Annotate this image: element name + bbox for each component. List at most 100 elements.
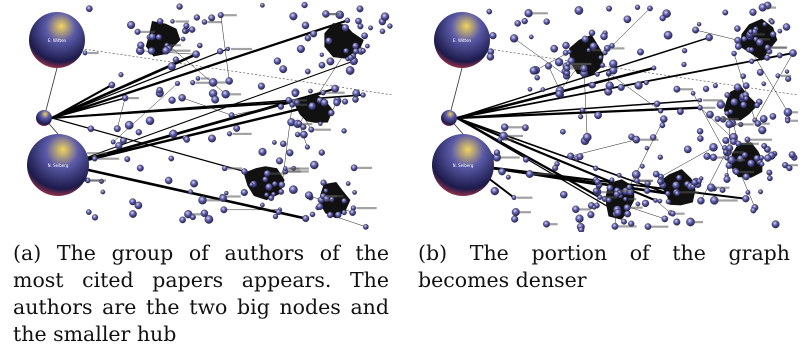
graph-node [341, 128, 347, 134]
graph-node [200, 209, 209, 218]
graph-node [742, 173, 750, 181]
graph-node [192, 50, 200, 59]
graph-node [543, 220, 550, 228]
graph-node [226, 131, 233, 137]
graph-node [767, 175, 773, 182]
graph-node [623, 15, 632, 24]
graph-node [594, 178, 601, 186]
graph-node [634, 4, 641, 10]
graph-node [653, 100, 661, 108]
node-label-glyph [531, 12, 548, 15]
graph-node [657, 108, 664, 114]
graph-node [644, 223, 652, 230]
graph-node [575, 214, 584, 223]
graph-node [673, 85, 681, 93]
node-label-glyph [734, 159, 746, 162]
graph-node [161, 46, 170, 55]
graph-node [347, 54, 354, 61]
graph-node [733, 83, 742, 92]
graph-node [724, 92, 731, 99]
graph-node [497, 137, 503, 143]
graph-node [675, 174, 683, 181]
graph-node [576, 153, 584, 161]
graph-node [318, 121, 323, 126]
graph-node [188, 26, 196, 33]
graph-node [271, 181, 278, 187]
graph-node [758, 189, 764, 195]
graph-node [771, 220, 780, 229]
graph-node [589, 42, 598, 50]
graph-node [360, 48, 366, 54]
graph-node [692, 26, 700, 34]
graph-node [744, 136, 751, 143]
node-label-glyph [752, 33, 765, 36]
graph-node [85, 5, 93, 13]
graph-node [170, 19, 175, 24]
small-hub-node [36, 110, 52, 126]
graph-node [697, 197, 705, 205]
graph-node [710, 196, 719, 205]
witten-node [434, 12, 490, 68]
node-label-glyph [790, 111, 798, 114]
graph-node [301, 1, 308, 9]
node-label-glyph [703, 99, 723, 102]
graph-node [681, 61, 687, 68]
graph-node [681, 48, 688, 54]
graph-node [308, 102, 317, 111]
graph-node [323, 188, 329, 194]
graph-node [749, 58, 755, 64]
node-label-glyph [232, 132, 252, 135]
node-label-glyph [760, 122, 770, 125]
graph-node [709, 143, 718, 152]
graph-node [562, 41, 570, 50]
graph-node [380, 12, 390, 21]
graph-node [85, 209, 92, 215]
graph-node [747, 159, 755, 168]
graph-node [258, 147, 267, 156]
cluster-blob [243, 166, 285, 201]
graph-node [344, 17, 351, 24]
node-label-glyph [230, 47, 253, 51]
node-label-glyph [532, 173, 555, 176]
graph-node [586, 47, 591, 53]
graph-node [691, 179, 698, 186]
node-label-glyph [97, 157, 120, 160]
graph-node [195, 76, 201, 81]
graph-node [190, 80, 196, 86]
caption-a: (a) The group of authors of the most cit… [13, 241, 389, 346]
graph-node [318, 149, 325, 156]
graph-node [731, 50, 737, 57]
graph-node [788, 151, 796, 159]
graph-node [511, 195, 517, 201]
node-label-glyph [732, 123, 754, 126]
graph-node [697, 135, 704, 142]
graph-node [326, 57, 335, 66]
node-label-glyph [679, 88, 694, 91]
graph-node [309, 211, 316, 218]
graph-node [705, 33, 713, 42]
graph-node [511, 208, 520, 217]
node-label-glyph [499, 156, 520, 159]
graph-node [595, 72, 600, 77]
graph-node [233, 124, 241, 132]
graph-node [147, 47, 156, 55]
node-label-glyph [651, 225, 669, 228]
graph-node [300, 130, 308, 139]
graph-node [224, 190, 229, 196]
node-label-glyph [518, 211, 531, 214]
graph-node [579, 107, 586, 113]
graph-node [635, 201, 641, 207]
graph-node [634, 81, 643, 90]
graph-node [345, 181, 351, 186]
graph-node [349, 209, 356, 216]
node-label-glyph [140, 30, 156, 33]
graph-node [677, 108, 684, 115]
graph-node [669, 210, 676, 217]
node-label-glyph [600, 191, 614, 194]
graph-node [598, 55, 603, 60]
node-label-glyph [324, 199, 333, 202]
graph-node [572, 205, 580, 214]
graph-node [525, 170, 534, 178]
graph-node [722, 9, 729, 16]
